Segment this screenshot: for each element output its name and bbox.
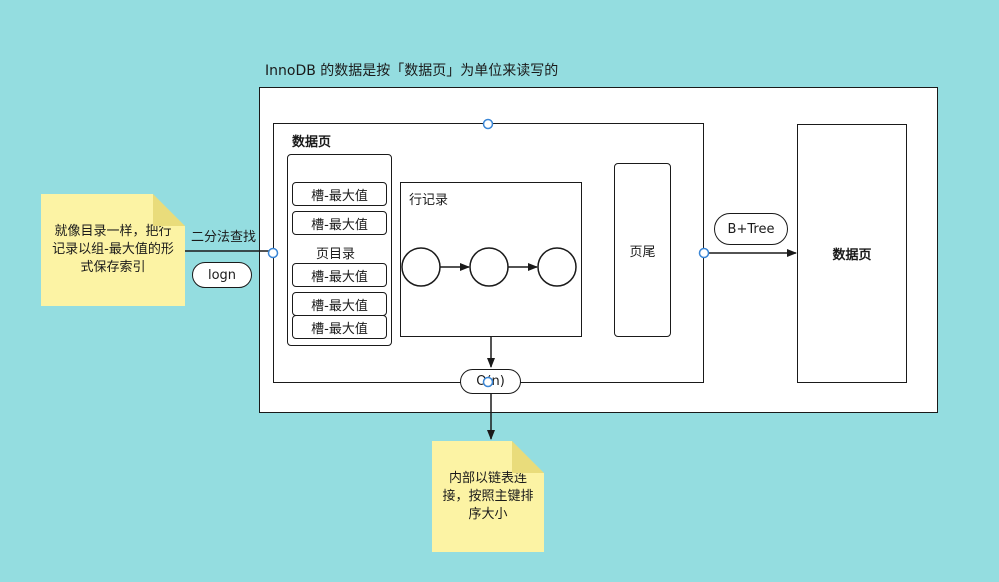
page-directory-label: 页目录 <box>316 247 356 262</box>
logn-pill: logn <box>192 262 252 288</box>
handle-left <box>267 247 279 259</box>
slot-2: 槽-最大值 <box>292 211 387 235</box>
slot-3: 槽-最大值 <box>292 263 387 287</box>
binary-search-label: 二分法查找 <box>191 226 257 245</box>
page-footer: 页尾 <box>614 163 671 337</box>
btree-pill: B+Tree <box>714 213 788 245</box>
note-left: 就像目录一样，把行记录以组-最大值的形式保存索引 <box>41 194 185 306</box>
note-fold <box>153 194 185 226</box>
handle-top <box>482 118 494 130</box>
slot-4: 槽-最大值 <box>292 292 387 316</box>
record-node-3 <box>537 247 577 287</box>
note-bottom-text: 内部以链表连接，按照主键排序大小 <box>442 470 534 522</box>
handle-bottom <box>482 376 494 388</box>
slot-5: 槽-最大值 <box>292 315 387 339</box>
diagram-caption: InnoDB 的数据是按「数据页」为单位来读写的 <box>265 63 559 79</box>
note-fold <box>512 441 544 473</box>
right-data-page: 数据页 <box>797 124 907 383</box>
inner-page-title: 数据页 <box>292 135 332 150</box>
handle-right <box>698 247 710 259</box>
note-left-text: 就像目录一样，把行记录以组-最大值的形式保存索引 <box>52 224 174 275</box>
slot-1: 槽-最大值 <box>292 182 387 206</box>
row-records-label: 行记录 <box>409 193 449 208</box>
note-bottom: 内部以链表连接，按照主键排序大小 <box>432 441 544 552</box>
